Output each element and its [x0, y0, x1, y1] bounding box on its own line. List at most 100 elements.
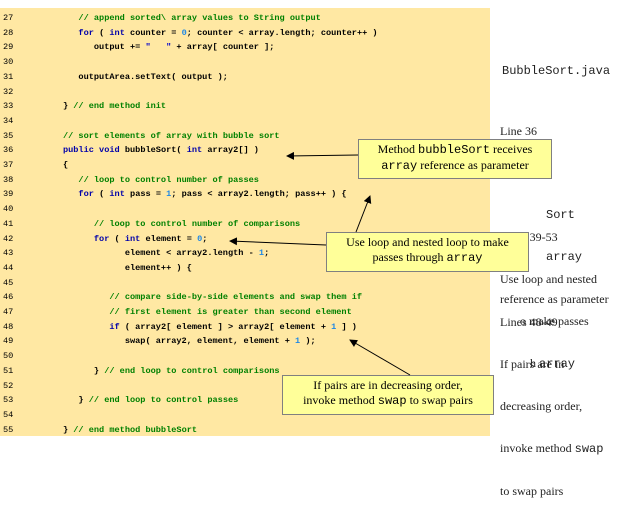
code-text: { — [32, 157, 68, 174]
callout-1-text-b: bubbleSort — [418, 143, 491, 157]
line-number: 44 — [3, 262, 14, 273]
code-token: // end loop to control passes — [88, 395, 239, 406]
code-token — [32, 292, 109, 302]
code-line: 30 — [0, 54, 490, 71]
line-number: 42 — [3, 233, 14, 244]
code-text: for ( int counter = 0; counter < array.l… — [32, 25, 378, 42]
code-text: outputArea.setText( output ); — [32, 69, 228, 86]
code-text: element < array2.length - 1; — [32, 245, 269, 262]
code-token: // loop to control number of passes — [78, 174, 259, 185]
code-token: pass = — [124, 189, 167, 200]
code-token — [32, 322, 109, 332]
line-number: 39 — [3, 189, 14, 200]
code-text: } // end loop to control comparisons — [32, 363, 280, 380]
note-lines-48-49-text-a: If pairs are in — [500, 357, 565, 371]
code-line: 50 — [0, 348, 490, 365]
line-number: 37 — [3, 160, 14, 170]
code-text: // sort elements of array with bubble so… — [32, 128, 280, 145]
line-number: 36 — [3, 145, 14, 156]
line-number: 29 — [3, 42, 14, 53]
note-lines-39-53-text-a: Use loop and nested — [500, 272, 597, 286]
code-token: } — [32, 424, 74, 435]
code-token — [32, 307, 109, 317]
code-token: element < array2.length - — [32, 248, 259, 259]
code-token: } — [32, 395, 89, 406]
code-token — [32, 145, 63, 155]
line-number: 54 — [3, 409, 14, 420]
code-token: 1 — [295, 336, 301, 347]
code-text: // loop to control number of passes — [32, 172, 259, 189]
line-number: 31 — [3, 71, 14, 82]
note-line-36-text-c: array — [546, 250, 583, 264]
code-token: if — [109, 321, 120, 332]
line-number: 34 — [3, 115, 14, 126]
code-text: // append sorted\ array values to String… — [32, 10, 320, 27]
code-line: 55 } // end method bubbleSort — [0, 422, 490, 439]
code-line: 31 outputArea.setText( output ); — [0, 69, 490, 86]
code-line: 49 swap( array2, element, element + 1 ); — [0, 333, 490, 350]
code-token: ( array2[ element ] > array2[ element + — [119, 321, 332, 332]
note-lines-48-49-text-e: to swap pairs — [500, 484, 564, 498]
code-token: 1 — [258, 248, 265, 259]
line-number: 52 — [3, 380, 14, 391]
code-line: 34 — [0, 113, 490, 130]
code-text: } // end loop to control passes — [32, 392, 238, 409]
code-token — [32, 175, 78, 185]
line-number: 49 — [3, 336, 14, 347]
note-lines-48-49-text-c: invoke method — [500, 441, 575, 455]
code-line: 52 — [0, 378, 490, 395]
code-line: 53 } // end loop to control passes — [0, 392, 490, 409]
code-line: 43 element < array2.length - 1; — [0, 245, 490, 262]
code-text: // loop to control number of comparisons — [32, 216, 300, 233]
line-number: 33 — [3, 101, 14, 112]
code-line: 41 // loop to control number of comparis… — [0, 216, 490, 233]
line-number: 46 — [3, 292, 14, 303]
code-token: int — [109, 27, 125, 38]
line-number: 47 — [3, 307, 14, 317]
code-text: // compare side-by-side elements and swa… — [32, 289, 362, 306]
code-line: 44 element++ ) { — [0, 260, 490, 277]
code-token: bubbleSort( — [119, 145, 187, 156]
code-text: public void bubbleSort( int array2[] ) — [32, 142, 259, 159]
note-line-36-text-b: Sort — [546, 208, 575, 222]
code-token: 1 — [331, 321, 337, 332]
code-token: for — [93, 233, 110, 244]
callout-3-text-a: If pairs are in decreasing order, — [313, 378, 463, 392]
code-token: counter = — [124, 27, 182, 38]
line-number: 40 — [3, 204, 14, 215]
code-line: 40 — [0, 201, 490, 218]
code-token: } — [32, 101, 74, 112]
code-token: { — [32, 160, 69, 170]
code-token — [32, 234, 94, 244]
code-token: swap( array2, element, element + — [32, 336, 296, 347]
code-line: 27 // append sorted\ array values to Str… — [0, 10, 490, 27]
code-line: 32 — [0, 84, 490, 101]
code-token: element = — [140, 233, 198, 244]
code-token: + array[ counter ]; — [171, 42, 275, 53]
code-token: element++ ) { — [32, 262, 192, 273]
line-number: 35 — [3, 130, 14, 141]
callout-1-text-d: array — [381, 159, 418, 173]
code-token: // compare side-by-side elements and swa… — [109, 292, 363, 303]
code-line: 46 // compare side-by-side elements and … — [0, 289, 490, 306]
code-token: int — [186, 145, 203, 156]
code-line: 45 — [0, 275, 490, 292]
code-text: } // end method init — [32, 98, 166, 115]
callout-3-text-b: invoke method — [303, 393, 378, 407]
code-line: 38 // loop to control number of passes — [0, 172, 490, 189]
code-line: 54 — [0, 407, 490, 424]
note-lines-48-49: Lines 48-49 If pairs are in decreasing o… — [500, 287, 636, 512]
callout-2-text-c: array — [446, 251, 483, 265]
code-token: ; — [264, 248, 270, 259]
line-number: 55 — [3, 424, 14, 435]
code-line: 47 // first element is greater than seco… — [0, 304, 490, 321]
code-text: // first element is greater than second … — [32, 304, 351, 321]
file-title: BubbleSort.java — [502, 64, 611, 78]
callout-1-text-c: receives — [490, 142, 533, 156]
note-lines-48-49-text-b: decreasing order, — [500, 399, 583, 413]
line-number: 53 — [3, 395, 14, 406]
code-line: 28 for ( int counter = 0; counter < arra… — [0, 25, 490, 42]
code-token: ; counter < array.length; counter++ ) — [186, 27, 378, 38]
callout-1-text-a: Method — [377, 142, 418, 156]
note-lines-48-49-text-d: swap — [574, 442, 604, 456]
